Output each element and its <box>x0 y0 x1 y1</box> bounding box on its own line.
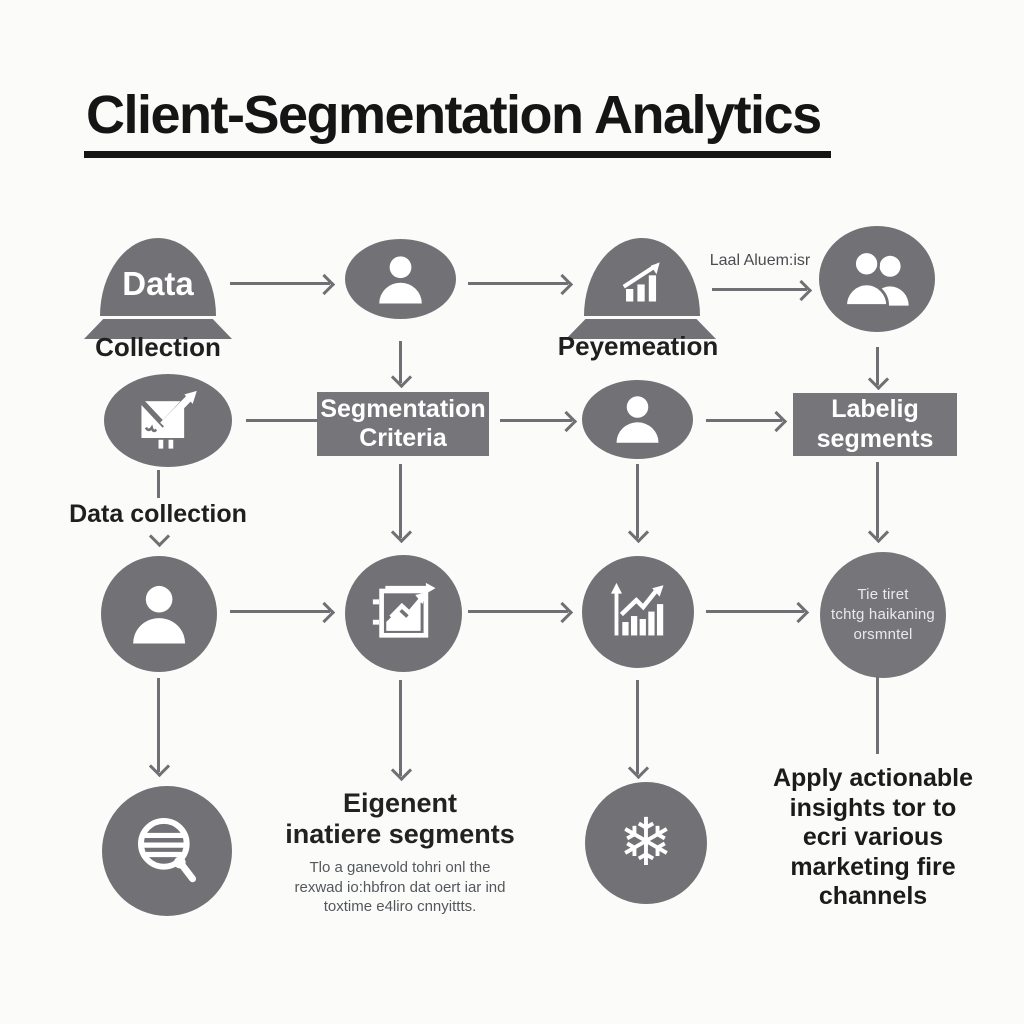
arrow-mail-to-segmentation <box>246 419 328 422</box>
target-circle-line3: orsmntel <box>853 626 913 644</box>
data-node-label: Collection <box>95 332 221 362</box>
segments-note-line1: Tlo a ganevold tohri onl the <box>309 859 491 876</box>
mail-analytics-node <box>104 374 232 467</box>
line-target-to-insights <box>876 676 879 754</box>
two-people-icon <box>844 250 909 307</box>
labeling-box-line1: Labelig <box>831 395 919 423</box>
labeling-segments-box: Labelig segments <box>793 393 957 456</box>
person-icon <box>616 396 659 444</box>
segments-note: Tlo a ganevold tohri onl the rexwad io:h… <box>262 858 538 917</box>
arrow-segmentation-to-person <box>500 419 572 422</box>
client-node <box>345 239 456 319</box>
performance-node-label: Peyemeation <box>557 331 719 361</box>
data-node-base <box>84 319 232 339</box>
growth-chart-node <box>582 556 694 668</box>
arrow-annotation: Laal Aluem:isr <box>709 252 811 269</box>
target-text-circle: Tie tiret tchtg haikaning orsmntel <box>820 552 946 678</box>
snowflake-icon: ❄ <box>618 804 674 881</box>
freeze-node: ❄ <box>585 782 707 904</box>
target-circle-line1: Tie tiret <box>857 585 909 603</box>
insights-line4: marketing fire <box>790 852 956 881</box>
envelope-trend-icon <box>139 391 197 449</box>
arrow-bars-to-snowflake <box>636 680 639 774</box>
insights-line3: ecri various <box>802 823 944 851</box>
segmentation-criteria-box: Segmentation Criteria <box>317 392 489 456</box>
presentation-chart-icon <box>372 582 436 638</box>
insights-line1: Apply actionable <box>772 764 974 792</box>
bar-chart-axis-icon <box>611 583 664 636</box>
insights-text: Apply actionable insights tor to ecri va… <box>760 764 986 912</box>
segmentation-box-line1: Segmentation <box>320 394 486 423</box>
arrow-person-to-presentation <box>230 610 330 613</box>
arrowhead-to-person-circle <box>157 514 160 542</box>
segments-heading-line1: Eigenent <box>342 788 457 818</box>
bar-chart-trend-icon <box>622 262 660 302</box>
arrow-person-to-barchart <box>636 464 639 538</box>
segments-note-line3: toxtime e4liro cnnyittts. <box>323 898 477 915</box>
inspect-node <box>102 786 232 916</box>
client-node-2 <box>582 380 693 459</box>
insights-line2: insights tor to <box>789 793 957 822</box>
labeling-box-line2: segments <box>816 424 934 453</box>
person-icon <box>133 585 185 644</box>
arrow-person-to-performance <box>468 282 568 285</box>
arrow-data-to-person <box>230 282 330 285</box>
segments-heading: Eigenent inatiere segments <box>270 788 530 850</box>
person-icon <box>379 255 422 304</box>
client-node-3 <box>101 556 217 672</box>
magnifier-icon <box>138 817 197 882</box>
data-node-text: Data <box>122 265 194 302</box>
segments-people-node <box>819 226 935 332</box>
data-collection-node: Data <box>100 238 216 316</box>
arrow-chart-to-segments-text <box>399 680 402 776</box>
segmentation-box-line2: Criteria <box>359 424 447 452</box>
analysis-chart-node <box>345 555 462 672</box>
target-circle-line2: tchtg haikaning <box>831 605 935 623</box>
performance-node <box>584 238 700 316</box>
arrow-person-to-magnifier <box>157 678 160 772</box>
page-title: Client-Segmentation Analytics <box>84 84 831 158</box>
arrow-performance-to-people <box>712 288 807 291</box>
arrow-bars-to-target <box>706 610 804 613</box>
arrow-person-to-segmentation-box <box>399 341 402 383</box>
segments-note-line2: rexwad io:hbfron dat oert iar ind <box>294 878 506 896</box>
arrow-people-to-labeling-box <box>876 347 879 385</box>
line-mail-to-datacollection <box>157 470 160 498</box>
arrow-presentation-to-bars <box>468 610 568 613</box>
arrow-segmentation-to-chart <box>399 464 402 538</box>
insights-line5: channels <box>818 882 928 910</box>
arrow-labeling-to-target <box>876 462 879 538</box>
segments-heading-line2: inatiere segments <box>285 819 515 850</box>
arrow-person-to-labeling <box>706 419 782 422</box>
performance-node-base <box>566 319 716 339</box>
